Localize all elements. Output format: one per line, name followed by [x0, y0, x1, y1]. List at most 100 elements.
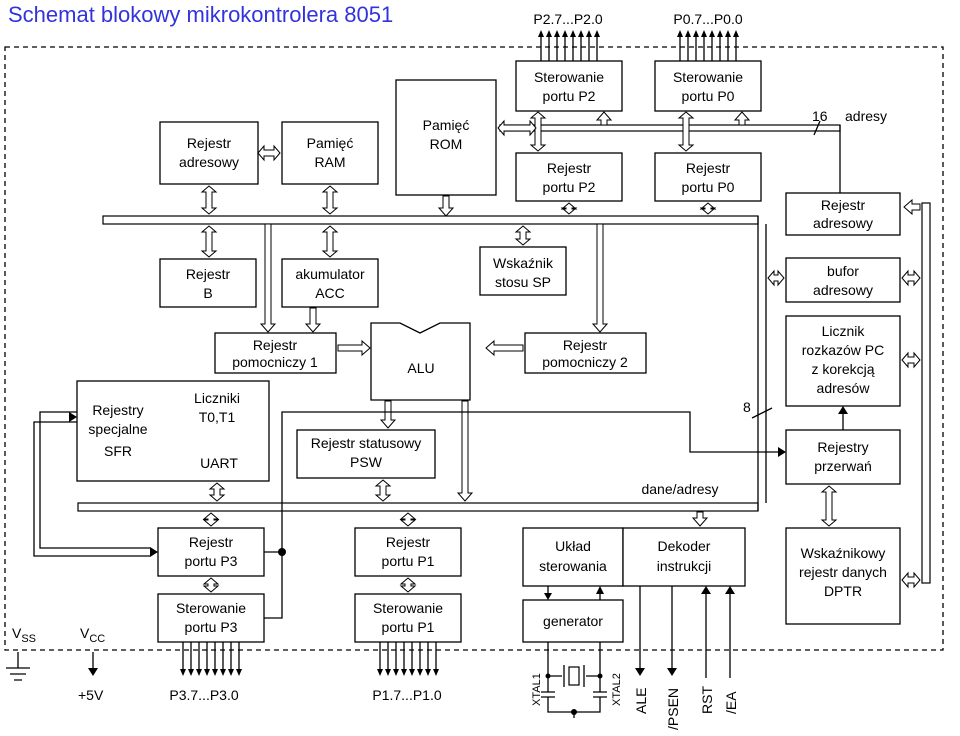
- block-rejestr-p0: [654, 152, 762, 202]
- internal-bus-lower: [77, 502, 759, 512]
- pin-p3-head-0: [180, 669, 186, 676]
- label-p1-pins: P1.7...P1.0: [372, 687, 441, 703]
- arrow-bus-sp: [514, 225, 532, 246]
- svg-text:Sterowanie: Sterowanie: [373, 600, 443, 616]
- arrow-regp2-bus: [560, 202, 578, 215]
- pin-p1-head-3: [401, 669, 407, 676]
- block-dekoder: [622, 527, 746, 587]
- svg-text:Wskaźnikowy: Wskaźnikowy: [801, 545, 886, 561]
- svg-text:UART: UART: [200, 455, 238, 471]
- block-generator: [522, 599, 624, 643]
- arrow-pom2-alu: [485, 339, 524, 357]
- svg-text:portu P0: portu P0: [682, 88, 735, 104]
- arrow-rom-bus: [437, 195, 455, 217]
- arrow-bus-pom2: [591, 223, 609, 333]
- blk-text-pomocniczy2: Rejestr pomocniczy 2: [542, 337, 628, 370]
- chip-outline: [4, 46, 944, 651]
- arrowhead-przerwan: [778, 447, 786, 457]
- arrow-p2-ctrl-reg: [529, 111, 547, 152]
- block-rejestry-przerwan: [785, 429, 901, 485]
- svg-text:ACC: ACC: [315, 285, 345, 301]
- bits8-slash: [751, 407, 773, 419]
- svg-text:rozkazów PC: rozkazów PC: [802, 342, 884, 358]
- svg-text:Rejestr: Rejestr: [563, 337, 608, 353]
- svg-text:instrukcji: instrukcji: [657, 558, 711, 574]
- block-rejestr-adresowy-right: [785, 192, 901, 236]
- pin-p0-head-0: [677, 30, 683, 37]
- block-wskaznik-stosu: [479, 246, 567, 296]
- xtal1-dot: [545, 673, 551, 679]
- pin-p1-head-5: [417, 669, 423, 676]
- pin-p1-head-2: [393, 669, 399, 676]
- label-dane-adresy-bg: [618, 478, 744, 500]
- blk-text-akumulator: akumulator ACC: [295, 266, 365, 301]
- arrow-bus-bufor: [767, 269, 785, 287]
- arrow-rom-p2bus: [497, 119, 537, 137]
- arrow-alu-bus: [456, 400, 474, 502]
- block-sterowanie-p2: [515, 60, 623, 112]
- label-rst: RST: [699, 686, 715, 714]
- arrow-bus-regb: [200, 225, 218, 258]
- block-psw: [296, 429, 436, 479]
- svg-text:ALU: ALU: [407, 360, 434, 376]
- svg-text:portu P1: portu P1: [382, 619, 435, 635]
- arrow-rejadr-ram: [257, 144, 281, 162]
- label-p2-pins: P2.7...P2.0: [533, 11, 602, 27]
- ground-icon: [6, 652, 30, 681]
- blk-text-liczniki: Liczniki T0,T1: [194, 390, 240, 425]
- block-alu: [370, 322, 471, 401]
- blk-text-rejestr-p2: Rejestr portu P2: [543, 160, 596, 195]
- block-rejestr-p2: [515, 152, 623, 202]
- pin-p0-head-4: [709, 30, 715, 37]
- svg-text:Rejestr: Rejestr: [253, 337, 298, 353]
- pin-p2-head-0: [538, 30, 544, 37]
- svg-text:Układ: Układ: [555, 538, 591, 554]
- pin-p3-head-7: [236, 669, 242, 676]
- blk-text-rejestr-adresowy-top: Rejestr adresowy: [179, 135, 239, 170]
- arrow-regp0-bus: [699, 202, 717, 215]
- svg-text:portu P1: portu P1: [382, 553, 435, 569]
- pin-p0-head-3: [701, 30, 707, 37]
- label-xtal1: XTAL1: [531, 673, 543, 706]
- arrow-rightbus-rejadr: [903, 198, 921, 216]
- pin-p2-head-5: [578, 30, 584, 37]
- svg-text:przerwań: przerwań: [814, 458, 872, 474]
- pin-p1-head-7: [433, 669, 439, 676]
- label-ea: /EA: [723, 691, 739, 714]
- pin-p2-head-4: [570, 30, 576, 37]
- svg-text:stosu SP: stosu SP: [495, 274, 551, 290]
- arrow-addr-p2: [595, 111, 613, 126]
- blk-text-dptr: Wskaźnikowy rejestr danych DPTR: [799, 545, 887, 599]
- svg-text:RAM: RAM: [314, 154, 345, 170]
- svg-text:SFR: SFR: [104, 443, 132, 459]
- blk-text-sterowanie-p1: Sterowanie portu P1: [373, 600, 443, 635]
- block-rejestr-b: [159, 258, 257, 308]
- blk-text-generator: generator: [543, 613, 603, 629]
- arrow-ram-bus: [321, 185, 339, 215]
- svg-text:Dekoder: Dekoder: [658, 538, 711, 554]
- blk-text-pamiec-rom: Pamięć ROM: [423, 117, 470, 152]
- block-rejestr-adresowy-top: [159, 121, 259, 185]
- svg-text:Rejestr statusowy: Rejestr statusowy: [311, 435, 421, 451]
- arrow-bus-dekoder: [691, 511, 709, 527]
- svg-text:portu P2: portu P2: [543, 179, 596, 195]
- arrow-bus-acc: [321, 225, 339, 258]
- blk-text-dekoder: Dekoder instrukcji: [657, 538, 711, 574]
- blk-text-psw: Rejestr statusowy PSW: [311, 435, 421, 470]
- internal-bus-upper: [102, 215, 759, 225]
- svg-text:Rejestry: Rejestry: [817, 439, 868, 455]
- pin-p2-head-3: [562, 30, 568, 37]
- label-vss: VSS: [12, 625, 36, 645]
- pin-p2-head-6: [586, 30, 592, 37]
- arrowhead-vcc: [88, 668, 98, 676]
- svg-text:PSW: PSW: [350, 454, 383, 470]
- blk-text-sterowanie-p0: Sterowanie portu P0: [673, 69, 743, 104]
- arrow-bus-regp1: [399, 512, 417, 527]
- vertical-double-arrows: [200, 111, 838, 593]
- block-sterowanie-p3: [157, 593, 265, 643]
- label-plus5v: +5V: [78, 687, 104, 703]
- wire-sfr-p3-loop-inner: [33, 421, 150, 557]
- single-hollow-arrows: [259, 111, 921, 527]
- block-pomocniczy1: [214, 332, 337, 374]
- svg-text:portu P3: portu P3: [185, 553, 238, 569]
